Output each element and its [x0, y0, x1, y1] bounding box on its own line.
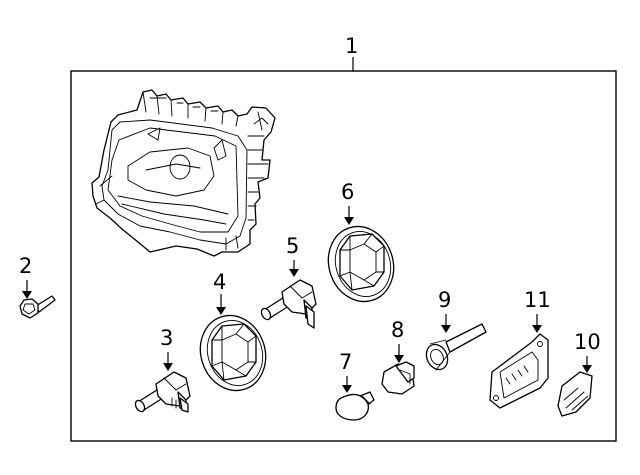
part-10-cover: [557, 356, 593, 417]
part-6-cap: [327, 206, 395, 303]
callout-6: 6: [341, 180, 355, 204]
callout-7: 7: [339, 350, 353, 374]
part-4-cap: [199, 294, 267, 392]
callout-4: 4: [213, 270, 227, 294]
part-7-bulb: [335, 376, 375, 421]
callout-3: 3: [160, 326, 174, 350]
part-3-socket: [134, 352, 191, 413]
callout-5: 5: [286, 234, 300, 258]
callout-8: 8: [391, 318, 405, 342]
part-5-socket: [260, 260, 317, 329]
headlamp-housing: [91, 89, 276, 257]
part-9-bulb: [425, 314, 487, 371]
callout-10: 10: [574, 330, 601, 354]
assembly-frame: [70, 70, 617, 442]
part-2-bolt: [19, 280, 56, 319]
part-11-module: [489, 314, 549, 409]
callout-2: 2: [19, 254, 33, 278]
part-8-bulb: [381, 344, 415, 395]
callout-9: 9: [438, 288, 452, 312]
callout-11: 11: [524, 288, 551, 312]
callout-1: 1: [345, 34, 359, 58]
